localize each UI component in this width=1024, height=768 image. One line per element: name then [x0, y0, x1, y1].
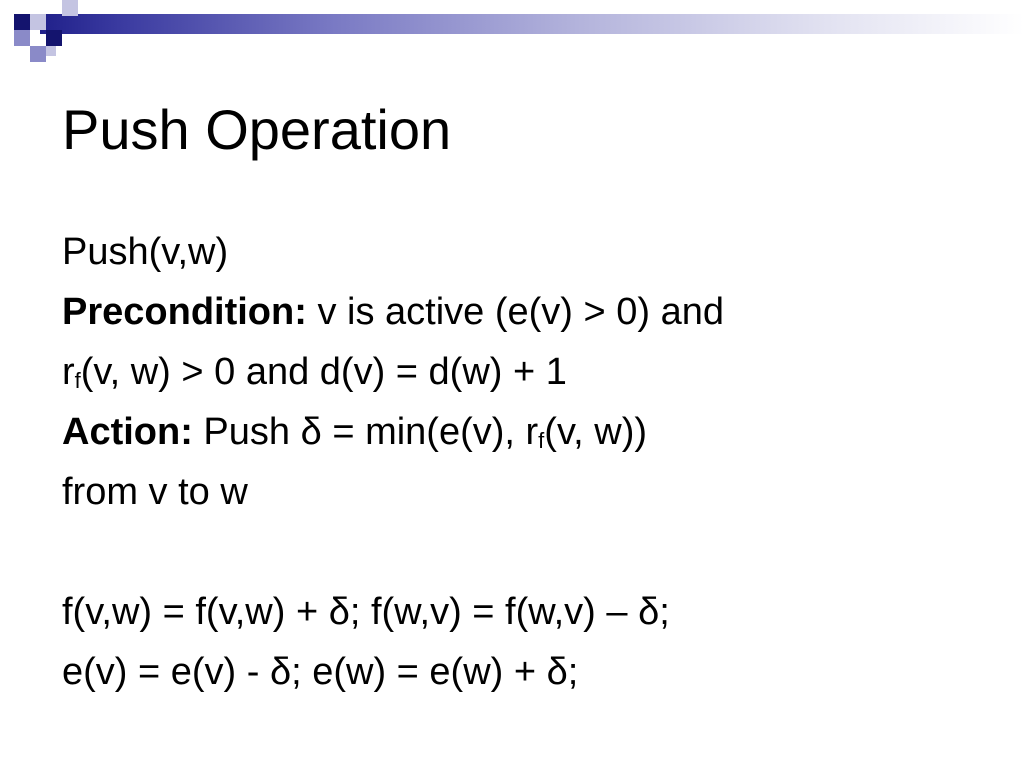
body-line-from-to: from v to w: [62, 462, 1002, 522]
flow-update-text: f(v,w) = f(v,w) + δ; f(w,v) = f(w,v) – δ…: [62, 591, 670, 633]
header-gradient-band: [40, 14, 1024, 34]
decor-square-icon: [30, 14, 46, 30]
decor-square-icon: [46, 46, 56, 56]
body-line-action: Action: Push δ = min(e(v), rf(v, w)): [62, 402, 1002, 462]
from-to-text: from v to w: [62, 471, 248, 513]
decor-square-icon: [62, 0, 78, 16]
body-line-spacer: [62, 522, 1002, 582]
action-subscript: f: [538, 428, 545, 453]
action-text-end: (v, w)): [544, 411, 647, 453]
precondition-text: v is active (e(v) > 0) and: [306, 291, 724, 333]
action-text: Push δ = min(e(v), r: [192, 411, 539, 453]
body-line-precondition: Precondition: v is active (e(v) > 0) and: [62, 282, 1002, 342]
residual-symbol: r: [62, 351, 75, 393]
slide-body: Push(v,w) Precondition: v is active (e(v…: [62, 222, 1002, 702]
push-signature: Push(v,w): [62, 231, 229, 273]
decor-square-icon: [14, 14, 30, 30]
excess-update-text: e(v) = e(v) - δ; e(w) = e(w) + δ;: [62, 651, 579, 693]
decor-square-icon: [14, 30, 30, 46]
action-label: Action:: [62, 411, 193, 453]
decor-square-icon: [30, 46, 46, 62]
decor-square-icon: [46, 30, 62, 46]
residual-condition-text: (v, w) > 0 and d(v) = d(w) + 1: [80, 351, 567, 393]
body-line-residual-condition: rf(v, w) > 0 and d(v) = d(w) + 1: [62, 342, 1002, 402]
residual-subscript: f: [74, 368, 81, 393]
precondition-label: Precondition:: [62, 291, 307, 333]
body-line-excess-update: e(v) = e(v) - δ; e(w) = e(w) + δ;: [62, 642, 1002, 702]
body-line-flow-update: f(v,w) = f(v,w) + δ; f(w,v) = f(w,v) – δ…: [62, 582, 1002, 642]
body-line-push-call: Push(v,w): [62, 222, 1002, 282]
slide-title: Push Operation: [62, 98, 452, 161]
